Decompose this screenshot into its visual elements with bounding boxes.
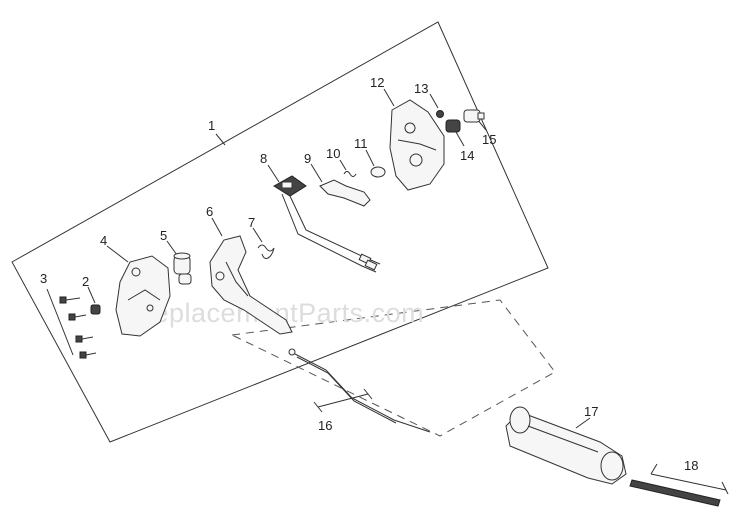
part-17-handle-grip	[505, 406, 627, 485]
part-16-throttle-cable	[288, 348, 431, 433]
part-6-throttle-trigger	[209, 217, 293, 335]
callout-8: 8	[260, 151, 267, 166]
callout-16: 16	[318, 418, 332, 433]
part-3-screws	[46, 288, 97, 359]
callout-10: 10	[326, 146, 340, 161]
callout-17: 17	[584, 404, 598, 419]
part-2-nut	[87, 286, 101, 315]
callout-13: 13	[414, 81, 428, 96]
part-4-housing-plate	[106, 245, 171, 337]
callout-4: 4	[100, 233, 107, 248]
callout-6: 6	[206, 204, 213, 219]
part-15-knob	[463, 109, 487, 131]
assembly-outline	[11, 21, 549, 443]
part-14-spring	[445, 119, 465, 147]
part-18-rod	[629, 463, 729, 507]
leader-1	[215, 133, 226, 146]
callout-12: 12	[370, 75, 384, 90]
callout-7: 7	[248, 215, 255, 230]
part-5-bushing	[166, 240, 192, 285]
callout-18: 18	[684, 458, 698, 473]
part-12-upper-housing	[383, 88, 445, 191]
part-8-stop-switch	[267, 164, 381, 273]
callout-14: 14	[460, 148, 474, 163]
part-7-spring	[252, 227, 275, 259]
part-11-pin	[365, 149, 386, 178]
callout-3: 3	[40, 271, 47, 286]
callout-9: 9	[304, 151, 311, 166]
part-13-washer	[429, 93, 444, 118]
callout-15: 15	[482, 132, 496, 147]
callout-2: 2	[82, 274, 89, 289]
callout-1: 1	[208, 118, 215, 133]
callout-11: 11	[354, 136, 368, 151]
part-9-lever	[310, 163, 371, 207]
part-10-small-spring	[339, 159, 357, 177]
callout-5: 5	[160, 228, 167, 243]
